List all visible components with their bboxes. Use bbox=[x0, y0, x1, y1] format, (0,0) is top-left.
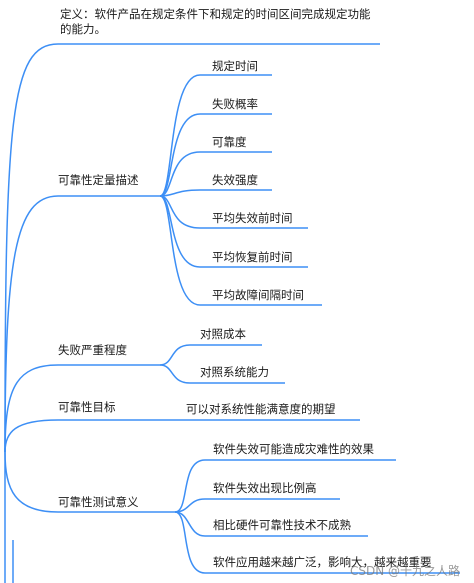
branch-label-quantitative: 可靠性定量描述 bbox=[58, 173, 139, 187]
edge-root-branch-3 bbox=[4, 451, 175, 513]
edge-b1-c1 bbox=[159, 364, 285, 384]
edge-b1-c0 bbox=[159, 344, 262, 366]
edge-b3-c2 bbox=[174, 511, 368, 537]
definition-text: 定义：软件产品在规定条件下和规定的时间区间完成规定功能的能力。 bbox=[60, 7, 371, 36]
edge-b3-c0 bbox=[174, 459, 396, 513]
leaf-node: 可靠度 bbox=[212, 135, 247, 149]
edge-b0-c0 bbox=[159, 74, 272, 197]
leaf-node: 失败概率 bbox=[212, 97, 258, 111]
leaf-node: 软件应用越来越广泛，影响大，越来越重要 bbox=[213, 555, 432, 569]
leaf-node: 软件失效出现比例高 bbox=[213, 481, 317, 495]
edge-b0-c1 bbox=[159, 113, 272, 197]
edge-b0-c2 bbox=[159, 151, 272, 197]
leaf-node: 软件失效可能造成灾难性的效果 bbox=[213, 442, 374, 456]
leaf-node: 平均故障间隔时间 bbox=[212, 288, 304, 302]
leaf-node: 平均失效前时间 bbox=[212, 211, 293, 225]
edge-b3-c3 bbox=[174, 511, 460, 574]
branch-label-severity: 失败严重程度 bbox=[58, 343, 127, 357]
branch-label-goal: 可靠性目标 bbox=[58, 400, 116, 414]
leaf-node: 对照成本 bbox=[200, 327, 246, 341]
edge-root-definition bbox=[4, 43, 380, 453]
leaf-node: 对照系统能力 bbox=[200, 365, 269, 379]
connector-lines bbox=[4, 43, 460, 583]
leaf-node: 失效强度 bbox=[212, 173, 258, 187]
csdn-watermark: CSDN @十九之人路 bbox=[349, 564, 460, 578]
edge-b0-c3 bbox=[159, 189, 272, 197]
leaf-node: 平均恢复前时间 bbox=[212, 250, 293, 264]
edge-b3-c1 bbox=[174, 498, 340, 513]
leaf-node: 可以对系统性能满意度的期望 bbox=[186, 402, 336, 416]
edge-b0-c4 bbox=[159, 195, 308, 229]
leaf-node: 相比硬件可靠性技术不成熟 bbox=[213, 518, 351, 532]
edge-root-branch-1 bbox=[4, 364, 160, 453]
edge-b0-c6 bbox=[159, 195, 322, 306]
edge-root-branch-2 bbox=[4, 419, 170, 453]
edge-root-branch-0 bbox=[4, 195, 160, 453]
leaf-node: 规定时间 bbox=[212, 59, 258, 73]
branch-label-significance: 可靠性测试意义 bbox=[58, 495, 139, 509]
